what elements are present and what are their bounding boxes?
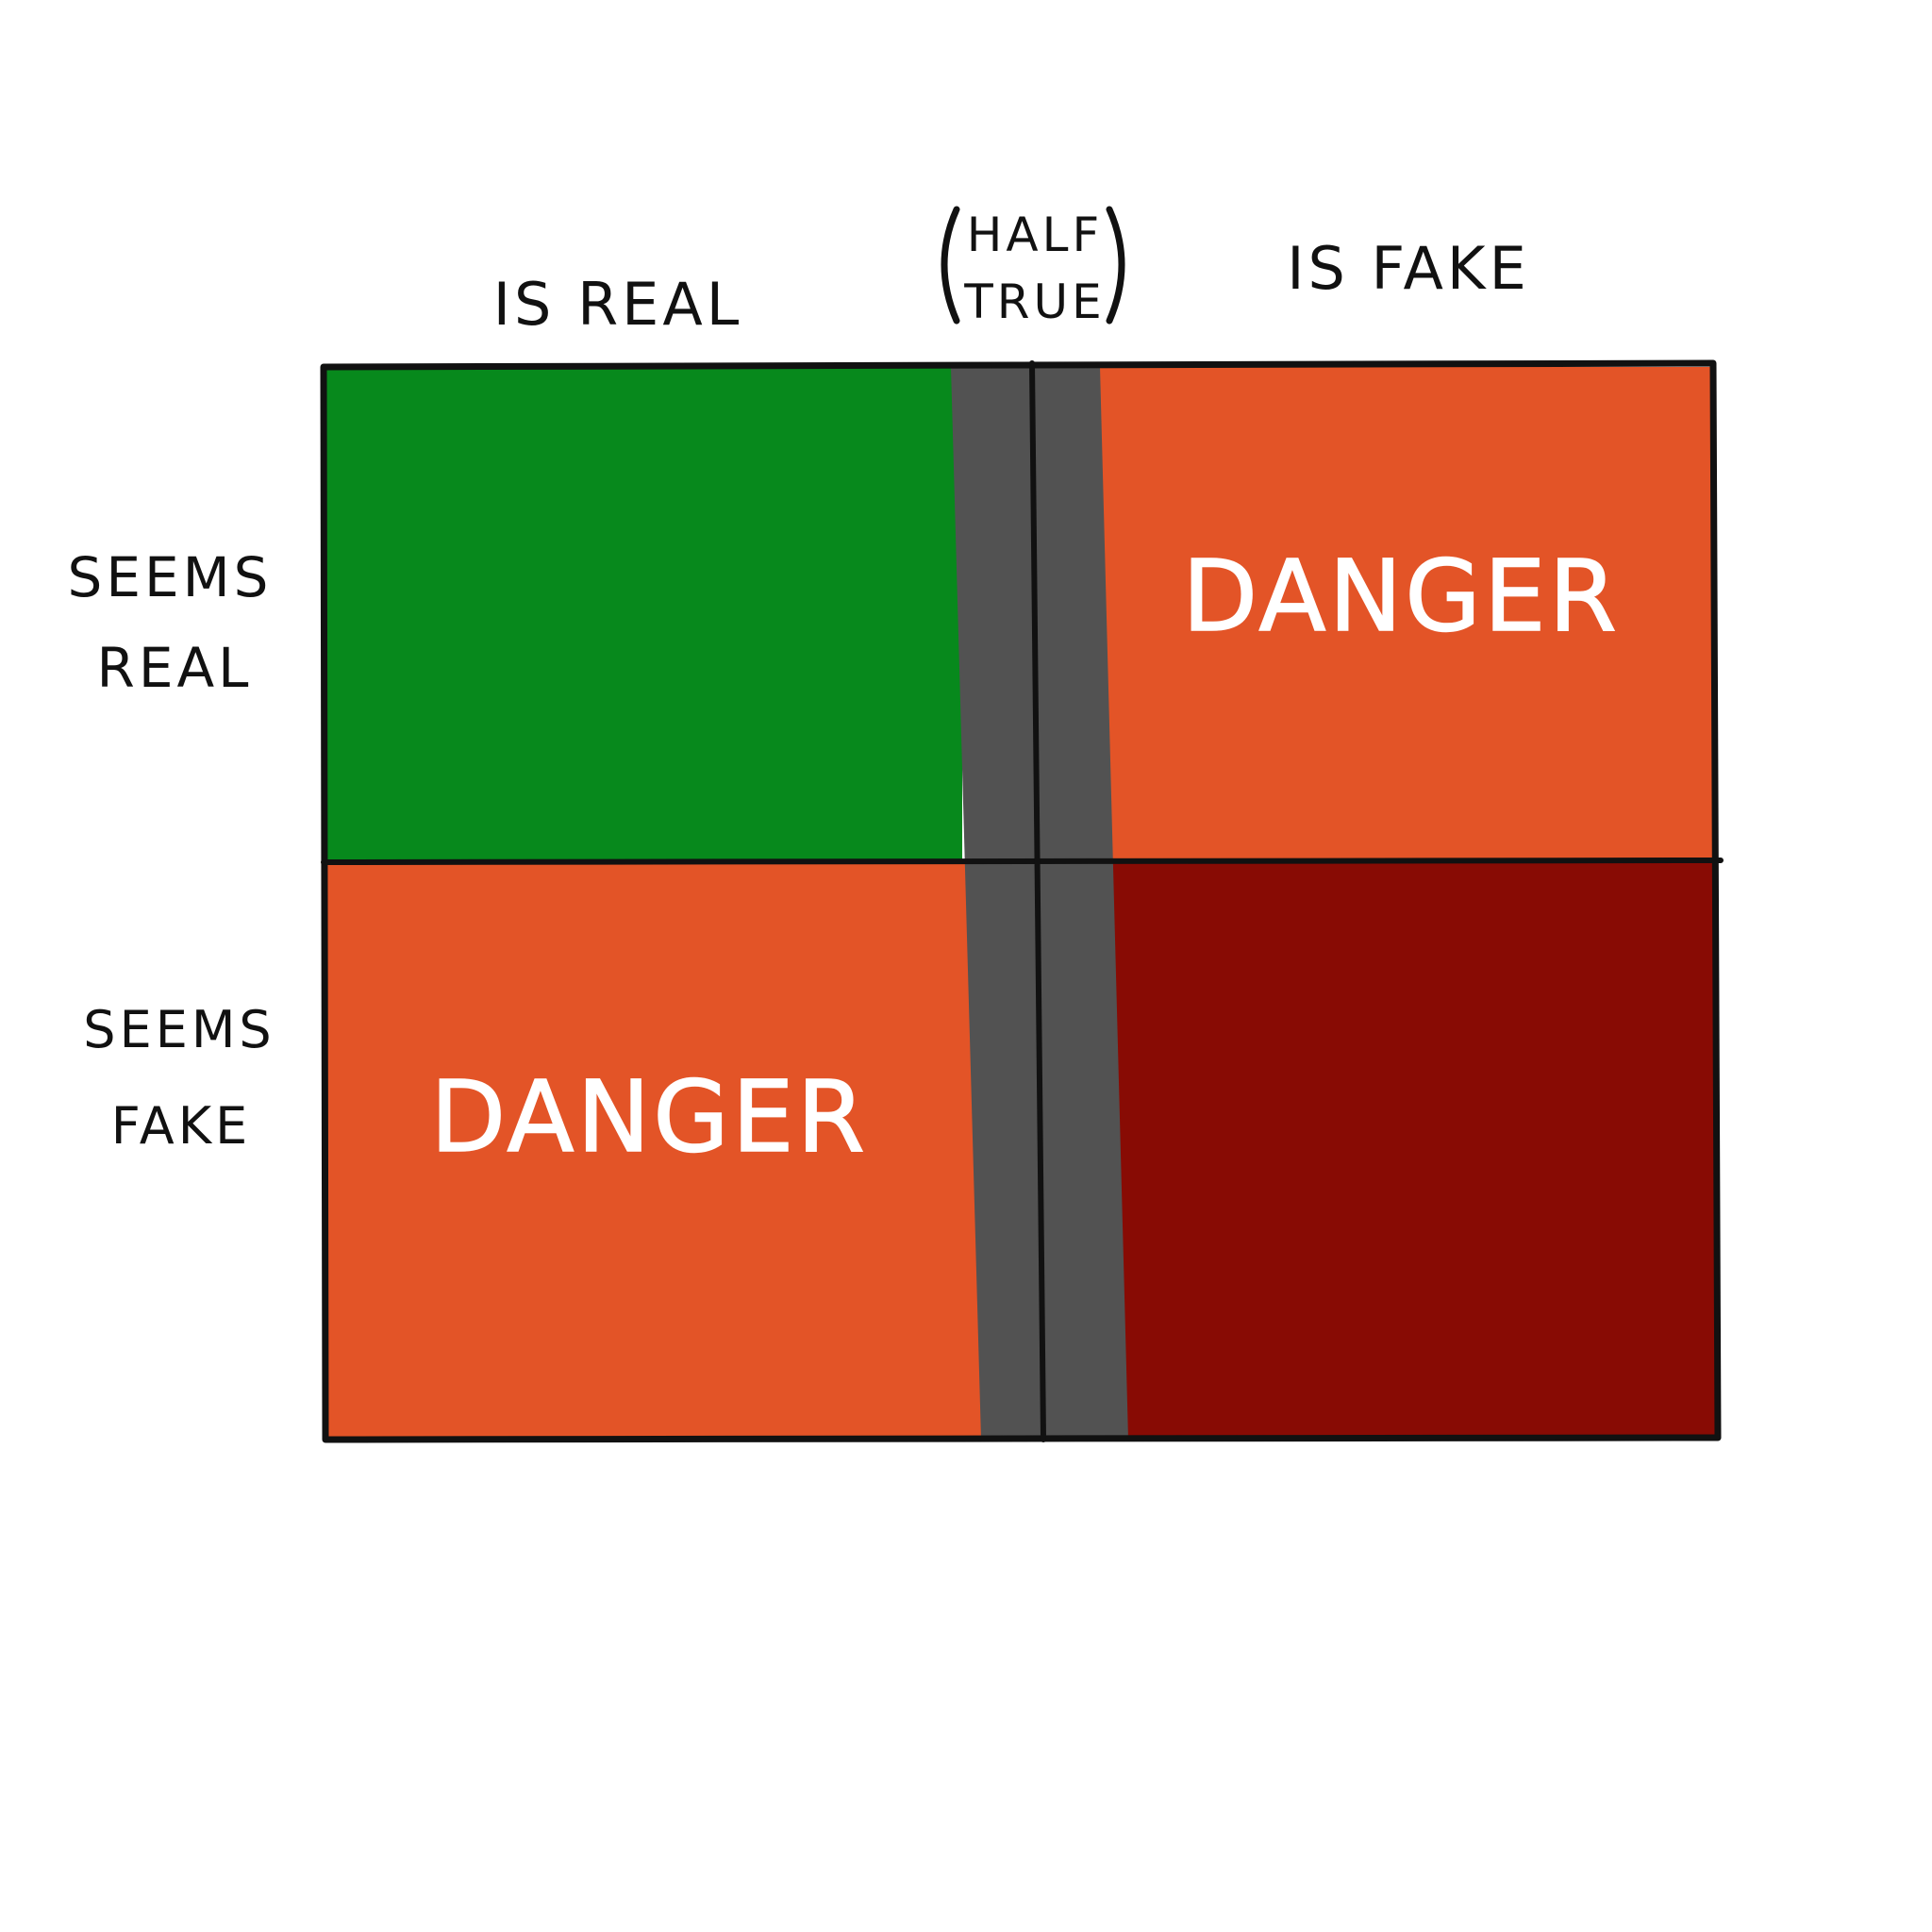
column-divider [1029, 360, 1046, 1442]
half-true-line2: TRUE [963, 275, 1105, 329]
half-true-line1: HALF [967, 208, 1103, 262]
matrix-frame [320, 359, 1722, 1443]
cell-seems-fake-is-fake [1104, 862, 1718, 1440]
row-label-seems-real-line1: SEEMS [68, 545, 273, 609]
row-label-seems-fake-line2: FAKE [111, 1096, 252, 1156]
row-divider [321, 858, 1724, 865]
danger-label-seems-fake-is-real: DANGER [430, 1059, 868, 1174]
column-label-is-fake: IS FAKE [1287, 234, 1530, 303]
cell-seems-real-is-fake [1094, 367, 1713, 862]
row-label-seems-fake-line1: SEEMS [83, 1000, 275, 1059]
cell-seems-fake-is-real [324, 862, 981, 1440]
right-paren-icon [1106, 206, 1125, 325]
column-label-is-real: IS REAL [493, 270, 743, 339]
cell-seems-real-is-real [324, 367, 962, 862]
row-label-seems-real-line2: REAL [97, 636, 253, 700]
left-paren-icon [941, 206, 960, 325]
danger-label-seems-real-is-fake: DANGER [1182, 539, 1620, 654]
column-label-half-true: HALF TRUE [941, 206, 1125, 329]
